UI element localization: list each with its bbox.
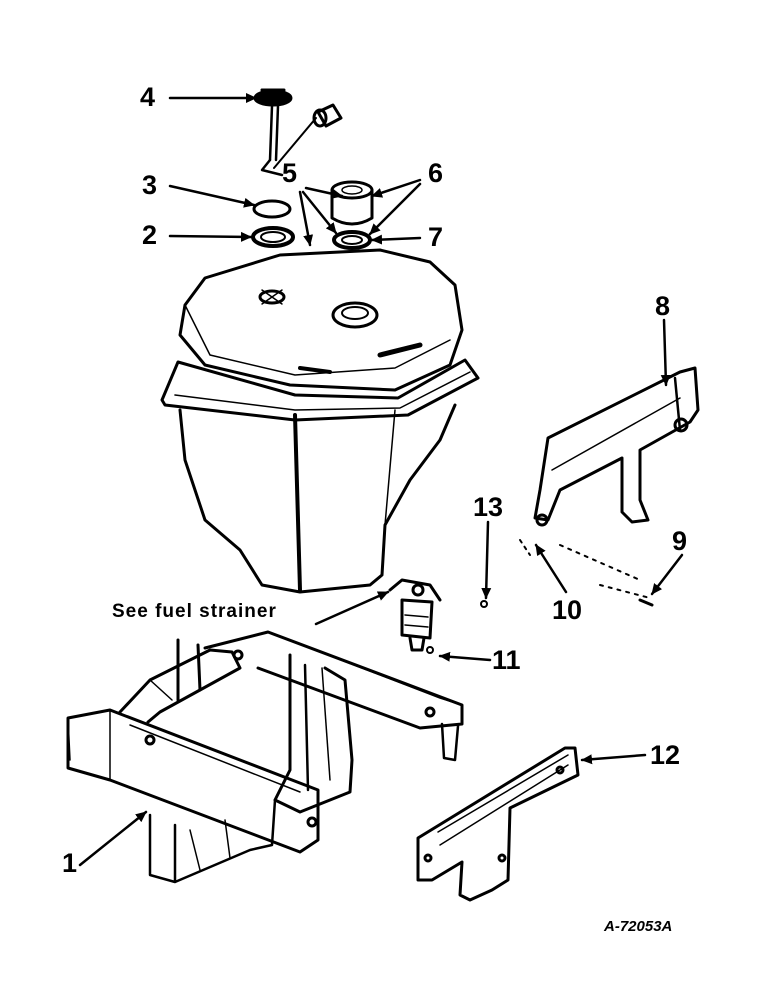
callout-10: 10 bbox=[552, 595, 583, 625]
callout-12: 12 bbox=[650, 740, 681, 770]
filler-cap bbox=[330, 180, 374, 226]
callout-1: 1 bbox=[62, 848, 78, 878]
rear-support bbox=[416, 746, 580, 902]
callout-5: 5 bbox=[282, 158, 298, 188]
hardware bbox=[426, 539, 654, 654]
fuel-strainer bbox=[388, 578, 442, 652]
callout-11: 11 bbox=[492, 645, 521, 675]
drawing-number: A-72053A bbox=[604, 918, 673, 935]
filler-gasket bbox=[332, 230, 372, 250]
gauge-ring bbox=[251, 226, 295, 248]
callout-6: 6 bbox=[428, 158, 444, 188]
tank-strap-bracket bbox=[533, 366, 700, 527]
gauge-gasket bbox=[252, 199, 292, 219]
callout-13: 13 bbox=[473, 492, 504, 522]
callout-2: 2 bbox=[142, 220, 158, 250]
tank-support-frame bbox=[66, 630, 464, 884]
callout-7: 7 bbox=[428, 222, 444, 252]
callout-4: 4 bbox=[140, 82, 156, 112]
leader-lines bbox=[78, 93, 684, 867]
fuel-strainer-note: See fuel strainer bbox=[112, 601, 277, 622]
callout-9: 9 bbox=[672, 526, 688, 556]
callout-3: 3 bbox=[142, 170, 158, 200]
fuel-tank bbox=[160, 248, 480, 594]
gauge-plug bbox=[273, 103, 343, 169]
callout-8: 8 bbox=[655, 291, 671, 321]
